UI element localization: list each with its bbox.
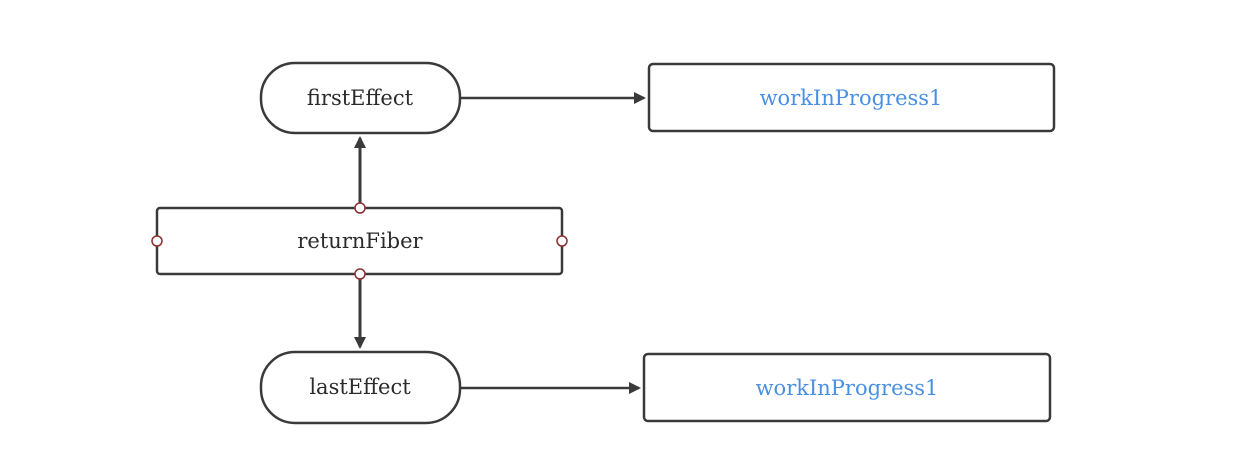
work-in-progress-bottom-label: workInProgress1 xyxy=(756,376,939,400)
return-fiber-label: returnFiber xyxy=(297,229,423,253)
work-in-progress-bottom-node[interactable]: workInProgress1 xyxy=(642,352,1052,423)
return-fiber-node[interactable]: returnFiber xyxy=(151,202,568,280)
connection-handle-left[interactable] xyxy=(151,235,163,247)
connection-handle-top[interactable] xyxy=(354,202,366,214)
last-effect-node[interactable]: lastEffect xyxy=(259,350,462,425)
first-effect-label: firstEffect xyxy=(307,86,414,110)
connection-handle-right[interactable] xyxy=(556,235,568,247)
first-effect-node[interactable]: firstEffect xyxy=(259,61,462,135)
connection-handle-bottom[interactable] xyxy=(354,268,366,280)
last-effect-label: lastEffect xyxy=(309,375,411,399)
work-in-progress-top-node[interactable]: workInProgress1 xyxy=(647,62,1056,133)
work-in-progress-top-label: workInProgress1 xyxy=(760,86,943,110)
